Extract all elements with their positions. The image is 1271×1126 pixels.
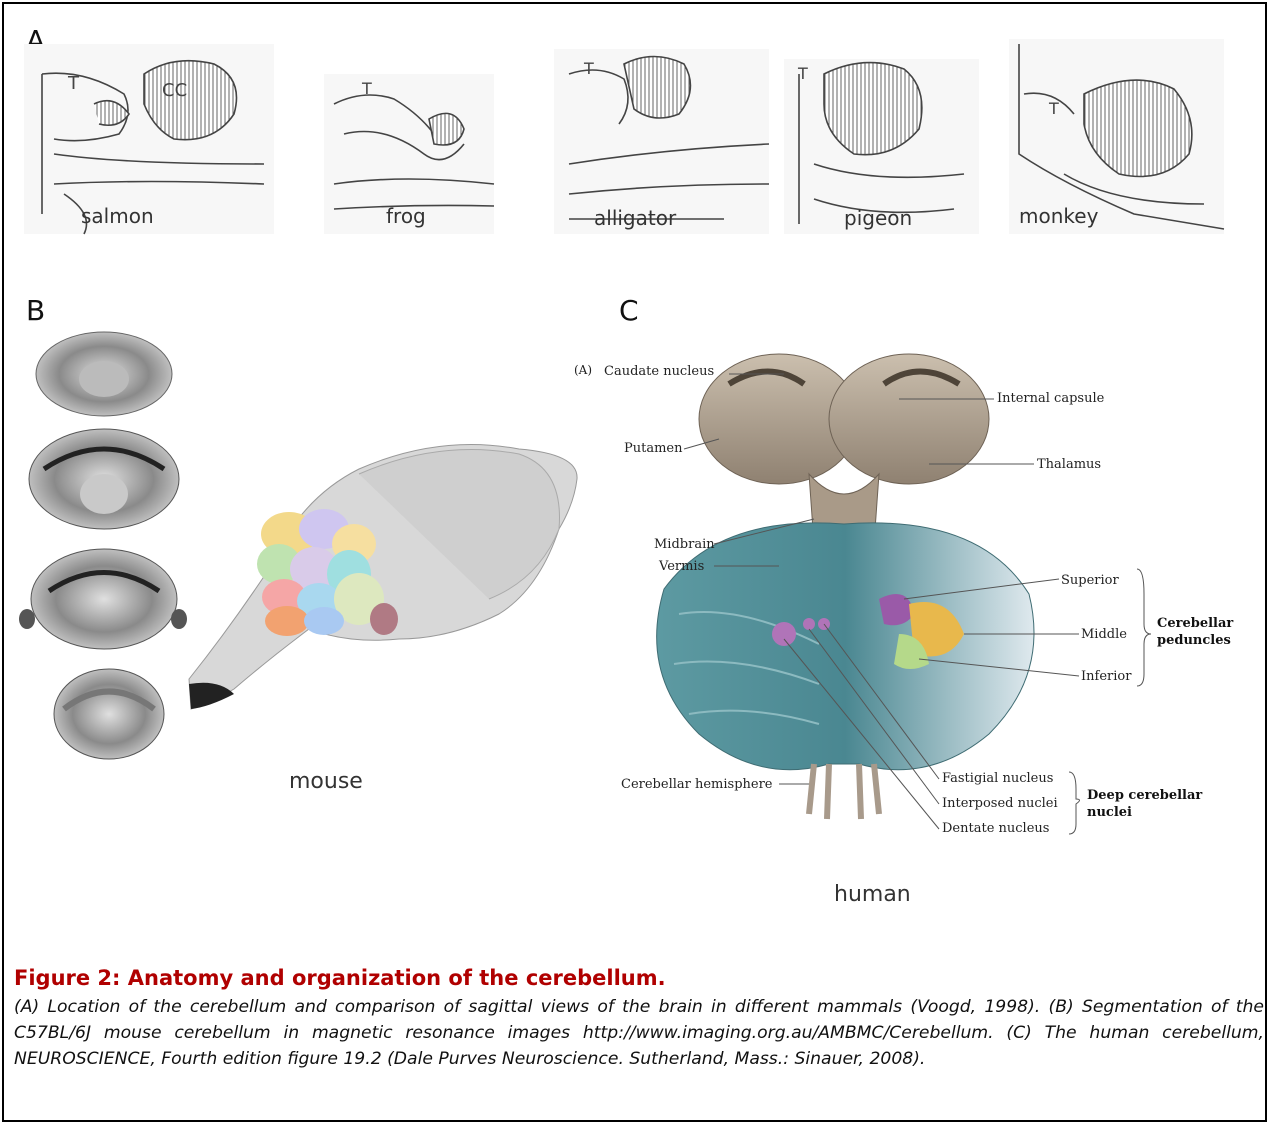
vermis-label: Vermis (658, 559, 704, 574)
peduncles-label-2: peduncles (1157, 633, 1231, 648)
fastigial-label: Fastigial nucleus (942, 771, 1053, 786)
middle-label: Middle (1081, 627, 1127, 642)
hemisphere-label: Cerebellar hemisphere (621, 777, 773, 792)
panel-c-illustration: (A) Caudate nucleus Internal capsule Put… (569, 344, 1249, 844)
species-label-alligator: alligator (594, 206, 676, 230)
caudate-label: Caudate nucleus (604, 364, 714, 379)
internal-capsule-label: Internal capsule (997, 391, 1105, 406)
midbrain-label: Midbrain (654, 537, 715, 552)
frog-t-mark: T (361, 79, 372, 98)
mouse-label: mouse (289, 769, 363, 794)
deep-nuclei-label-2: nuclei (1087, 805, 1132, 820)
salmon-t-mark: T (67, 73, 80, 94)
mouse-brain-3d (189, 445, 577, 710)
species-label-pigeon: pigeon (844, 206, 912, 230)
panel-b-letter: B (26, 294, 45, 327)
fig-tag: (A) (574, 363, 592, 377)
pigeon-t-mark: T (797, 64, 808, 83)
inferior-label: Inferior (1081, 669, 1132, 684)
species-label-salmon: salmon (81, 204, 154, 228)
putamen-label: Putamen (624, 441, 683, 456)
human-label: human (834, 882, 911, 907)
figure-caption: Figure 2: Anatomy and organization of th… (14, 966, 1264, 1072)
alligator-t-mark: T (583, 59, 594, 78)
salmon-cc-mark: CC (162, 80, 187, 101)
dentate-label: Dentate nucleus (942, 821, 1049, 836)
mri-slice-2 (29, 429, 179, 529)
deep-nuclei-label-1: Deep cerebellar (1087, 788, 1202, 803)
thalamus-label: Thalamus (1037, 457, 1101, 472)
mri-slice-4 (54, 669, 164, 759)
peduncles-label-1: Cerebellar (1157, 616, 1233, 631)
mri-slice-3 (19, 549, 187, 649)
mri-slice-1 (36, 332, 172, 416)
superior-label: Superior (1061, 573, 1119, 588)
panel-b-illustration (19, 329, 589, 779)
species-label-monkey: monkey (1019, 204, 1098, 228)
caption-body: (A) Location of the cerebellum and compa… (14, 994, 1264, 1072)
interposed-label: Interposed nuclei (942, 796, 1058, 811)
human-brainstem-illustration (657, 354, 1034, 819)
caption-title: Figure 2: Anatomy and organization of th… (14, 966, 1264, 990)
species-label-frog: frog (386, 204, 426, 228)
panel-c-letter: C (619, 294, 639, 327)
monkey-t-mark: T (1048, 99, 1059, 118)
